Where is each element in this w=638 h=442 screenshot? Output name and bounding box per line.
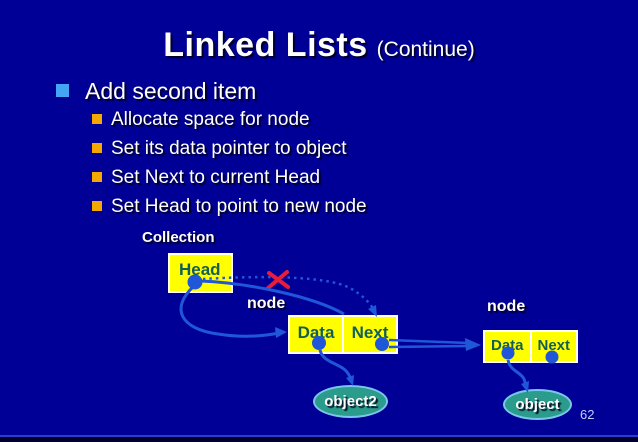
node1-next-cell: Next: [351, 323, 389, 342]
title-suffix-text: (Continue): [376, 38, 475, 61]
sub-bullet-label: Set Head to point to new node: [111, 196, 367, 217]
list-item: Set Next to current Head: [92, 167, 367, 188]
bullet-square-icon: [92, 201, 102, 211]
footer-accent-line: [0, 435, 638, 437]
node1-box: Data Next: [288, 315, 398, 354]
cell-divider: [342, 317, 344, 352]
object2-label: object2: [324, 393, 377, 410]
collection-label: Collection: [142, 229, 215, 246]
data-to-object2-arrow: [318, 349, 354, 383]
bullet-item-add-second-item: Add second item: [56, 78, 256, 104]
node2-box: Data Next: [483, 330, 578, 363]
node1-data-cell: Data: [297, 323, 335, 342]
next-to-node2-arrowhead-icon: [465, 338, 481, 351]
node2-next-cell: Next: [537, 337, 570, 354]
bullet-label: Add second item: [85, 78, 257, 104]
page-number: 62: [580, 407, 595, 422]
next-to-node2-arrow: [388, 338, 469, 345]
sub-bullet-label: Set Next to current Head: [111, 167, 321, 188]
head-box: Head: [168, 253, 233, 293]
list-item: Set its data pointer to object: [92, 138, 367, 159]
head-label: Head: [179, 260, 221, 279]
sub-bullet-list: Allocate space for node Set its data poi…: [92, 109, 367, 217]
sub-bullet-label: Set its data pointer to object: [111, 138, 347, 159]
title-text: Linked Lists: [163, 26, 368, 64]
object-ellipse: object: [503, 389, 572, 420]
slide-title: Linked Lists (Continue): [0, 26, 638, 65]
cross-out-x-icon: [267, 271, 290, 289]
node1-label: node: [247, 295, 286, 312]
data-to-object-arrow: [506, 359, 529, 390]
object-label: object: [515, 396, 560, 413]
bullet-square-icon: [92, 143, 102, 153]
bullet-square-icon: [92, 172, 102, 182]
node2-label: node: [487, 298, 526, 315]
next-to-node2-arrow: [388, 344, 469, 349]
bullet-square-icon: [92, 114, 102, 124]
footer-bar: [0, 437, 638, 442]
node2-data-cell: Data: [490, 337, 524, 354]
object2-ellipse: object2: [313, 385, 388, 418]
cell-divider: [529, 332, 532, 361]
sub-bullet-label: Allocate space for node: [111, 109, 310, 130]
head-to-new-node-arrowhead-icon: [275, 327, 287, 338]
list-item: Allocate space for node: [92, 109, 367, 130]
cross-out-x-icon: [266, 270, 289, 290]
bullet-square-icon: [56, 84, 69, 97]
list-item: Set Head to point to new node: [92, 196, 367, 217]
